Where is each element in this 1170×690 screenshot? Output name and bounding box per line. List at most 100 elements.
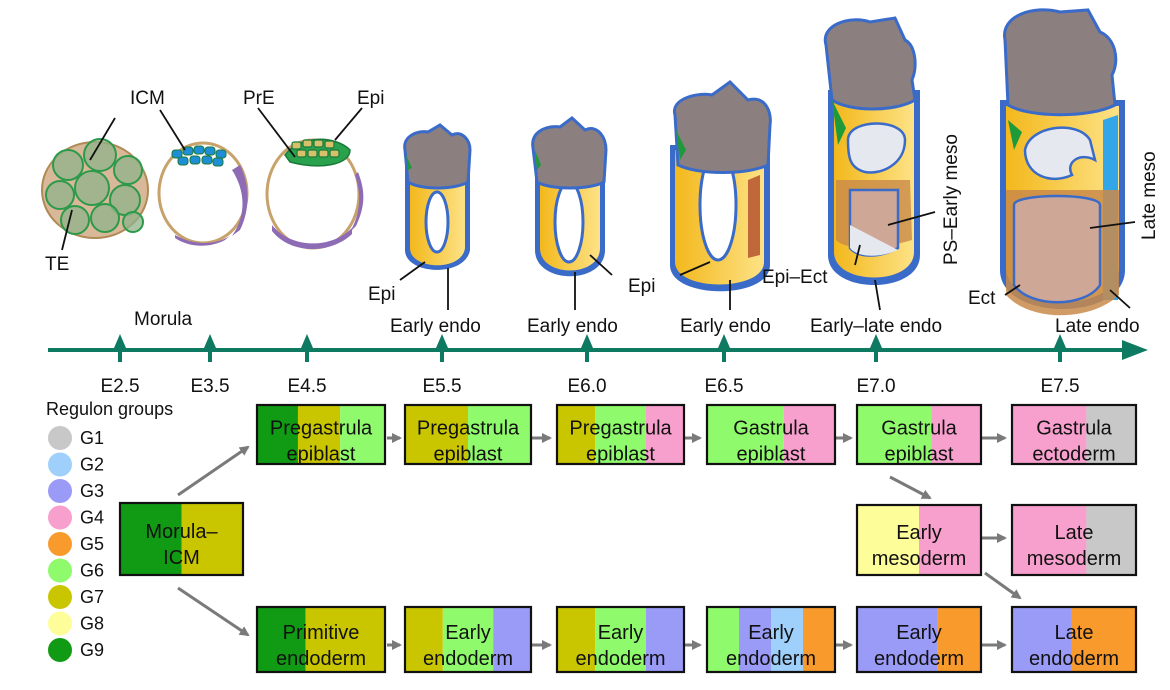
legend-title: Regulon groups bbox=[46, 399, 173, 419]
legend-swatch-g2 bbox=[48, 452, 72, 477]
leader-latemeso bbox=[1089, 221, 1136, 229]
embryo-blastocyst-e45 bbox=[265, 138, 364, 250]
embryo-blastocyst-e35 bbox=[157, 141, 249, 246]
timeline-label: E4.5 bbox=[287, 376, 326, 397]
arrow-epi-to-meso bbox=[889, 475, 932, 500]
legend-label-g7: G7 bbox=[80, 587, 104, 607]
strip-g4 bbox=[1012, 405, 1087, 464]
legend-label-g8: G8 bbox=[80, 614, 104, 634]
label-endo-e65: Early endo bbox=[680, 316, 771, 337]
strip-g6 bbox=[707, 607, 739, 672]
timeline-tick bbox=[204, 334, 216, 348]
box-line2: ectoderm bbox=[1032, 444, 1115, 466]
legend-swatch-g7 bbox=[48, 585, 72, 609]
leader-pre bbox=[257, 107, 296, 158]
box-border bbox=[118, 501, 245, 577]
label-psmeso: PS–Early meso bbox=[941, 134, 962, 265]
box-border bbox=[855, 403, 983, 466]
strip-g7 bbox=[297, 405, 341, 464]
box-line2: mesoderm bbox=[1027, 548, 1121, 570]
box-line2: epiblast bbox=[586, 444, 655, 466]
label-icm: ICM bbox=[130, 88, 165, 109]
strip-g6 bbox=[857, 405, 932, 464]
label-epi-e65: Epi bbox=[628, 276, 655, 297]
strip-g3 bbox=[1012, 607, 1072, 672]
legend-swatch-g8 bbox=[48, 611, 72, 636]
strip-g4 bbox=[919, 505, 981, 575]
box-line2: epiblast bbox=[885, 444, 954, 466]
box-border bbox=[403, 403, 533, 466]
timeline-tick-stem bbox=[208, 348, 212, 362]
timeline-label: E3.5 bbox=[190, 376, 229, 397]
timeline-tick bbox=[581, 334, 593, 348]
box-border bbox=[705, 403, 837, 466]
leader-epi-top bbox=[334, 107, 363, 141]
box-border bbox=[255, 403, 387, 466]
legend-label-g4: G4 bbox=[80, 508, 104, 528]
label-morula: Morula bbox=[134, 309, 193, 330]
box-line2: epiblast bbox=[737, 444, 806, 466]
strip-g9 bbox=[257, 405, 298, 464]
box-line1: Late bbox=[1055, 522, 1094, 544]
strip-g7 bbox=[405, 405, 468, 464]
state-box-morula: Morula–ICM bbox=[118, 501, 245, 577]
box-line2: mesoderm bbox=[872, 548, 966, 570]
state-boxes: Morula–ICMPregastrulaepiblastPregastrula… bbox=[118, 403, 1138, 674]
box-line2: endoderm bbox=[726, 648, 816, 670]
strip-g3 bbox=[739, 607, 771, 672]
label-epiect: Epi–Ect bbox=[762, 267, 828, 288]
strip-g2 bbox=[771, 607, 803, 672]
embryo-morula bbox=[41, 138, 149, 239]
box-line2: ICM bbox=[163, 547, 200, 569]
leader-epi-e65 bbox=[679, 261, 711, 276]
timeline-tick bbox=[870, 334, 882, 348]
box-line1: Pregastrula bbox=[569, 418, 672, 440]
box-line2: endoderm bbox=[1029, 648, 1119, 670]
box-border bbox=[705, 605, 837, 674]
timeline-tick bbox=[1054, 334, 1066, 348]
arrow-morula-to-primendo bbox=[177, 586, 250, 637]
legend-swatch-g6 bbox=[48, 558, 72, 583]
strip-g7 bbox=[305, 607, 385, 672]
leader-epi-e60 bbox=[589, 254, 613, 276]
arrow-morula-to-epiblast bbox=[177, 445, 250, 497]
legend-label-g5: G5 bbox=[80, 534, 104, 554]
label-pre: PrE bbox=[243, 88, 275, 109]
legend-swatch-g9 bbox=[48, 638, 72, 662]
strip-g7 bbox=[405, 607, 443, 672]
strip-g7 bbox=[557, 405, 596, 464]
label-endo-e55: Early endo bbox=[390, 316, 481, 337]
strip-g7 bbox=[181, 503, 243, 575]
box-border bbox=[555, 403, 686, 466]
strip-g1 bbox=[1086, 505, 1136, 575]
strip-g4 bbox=[931, 405, 981, 464]
box-line1: Early bbox=[896, 522, 942, 544]
strip-g6 bbox=[340, 405, 385, 464]
strip-g5 bbox=[937, 607, 981, 672]
strip-g5 bbox=[1071, 607, 1136, 672]
box-border bbox=[855, 503, 983, 577]
legend-label-g1: G1 bbox=[80, 428, 104, 448]
embryo-e65 bbox=[670, 80, 772, 292]
strip-g4 bbox=[1012, 505, 1087, 575]
state-box-late-meso: Late mesoderm bbox=[1010, 503, 1138, 577]
legend-swatch-g3 bbox=[48, 479, 72, 503]
strip-g3 bbox=[493, 607, 531, 672]
timeline-tick-stem bbox=[305, 348, 309, 362]
legend-swatch-g4 bbox=[48, 505, 72, 530]
embryo-e55 bbox=[403, 123, 472, 270]
timeline-tick bbox=[436, 334, 448, 348]
leader-icm bbox=[89, 117, 116, 161]
timeline-tick-stem bbox=[722, 348, 726, 362]
box-border bbox=[255, 605, 387, 674]
strip-g3 bbox=[645, 607, 684, 672]
timeline-tick-stem bbox=[440, 348, 444, 362]
